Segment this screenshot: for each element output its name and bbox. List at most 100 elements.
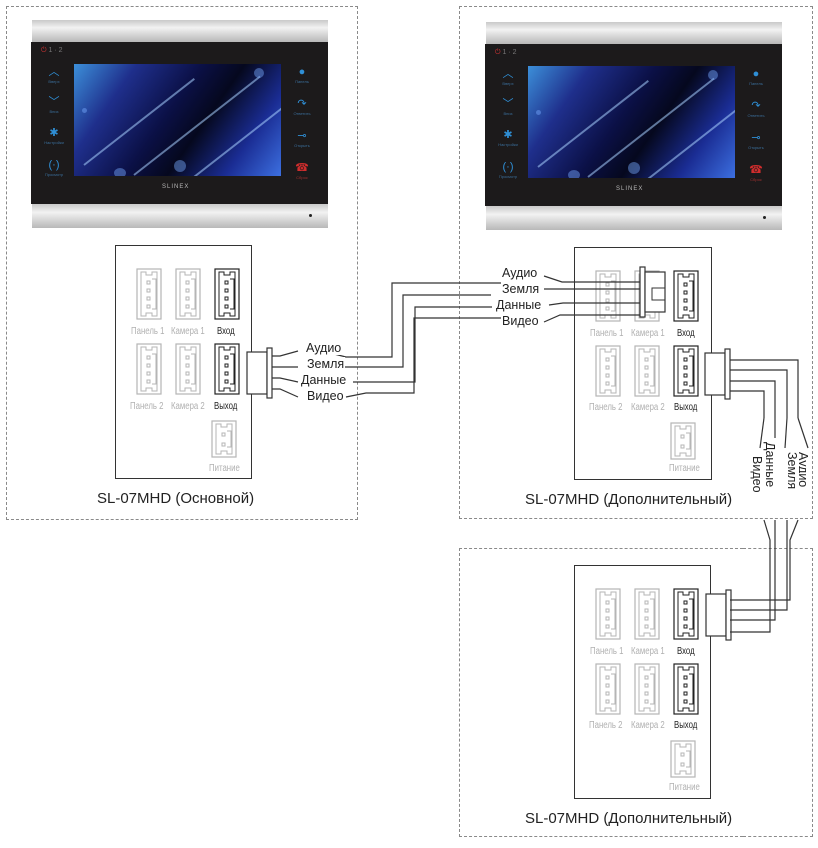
connector-power <box>670 740 696 778</box>
wire-label-ground: Земля <box>306 357 346 371</box>
wire-segment <box>730 519 771 633</box>
connector-output <box>673 663 699 715</box>
wire-segment <box>353 306 492 383</box>
pin <box>146 288 151 293</box>
wire-segment <box>730 520 776 621</box>
pin <box>224 379 229 384</box>
connector-label-output: Выход <box>674 402 698 413</box>
gear-icon[interactable]: ✱Настройки <box>44 127 64 145</box>
gear-icon[interactable]: ✱Настройки <box>498 129 518 147</box>
pin <box>221 442 226 447</box>
connector-label-panel2: Панель 2 <box>589 402 623 413</box>
pin <box>680 434 685 439</box>
monitor-extra1: ⏻1 · 2 ︿Вверх ﹀Вниз ✱Настройки (·)Просмо… <box>485 22 782 230</box>
connector-label-output: Выход <box>214 401 238 412</box>
wire-segment <box>730 359 799 418</box>
pin <box>683 683 688 688</box>
wire-label-video: Видео <box>750 455 764 494</box>
pin <box>683 600 688 605</box>
connector-label-panel1: Панель 1 <box>590 328 624 339</box>
chevron-down-icon[interactable]: ﹀Вниз <box>502 98 514 116</box>
display-screen <box>528 66 735 178</box>
connector-panel2 <box>595 663 621 715</box>
pin <box>680 762 685 767</box>
connector-label-input: Вход <box>677 646 695 657</box>
pin <box>146 296 151 301</box>
pin <box>605 381 610 386</box>
unit-caption-extra2: SL-07MHD (Дополнительный) <box>525 810 733 827</box>
pin <box>683 373 688 378</box>
connector-panel1 <box>136 268 162 320</box>
pin <box>224 296 229 301</box>
pin <box>605 675 610 680</box>
connector-label-panel2: Панель 2 <box>130 401 164 412</box>
pin <box>185 363 190 368</box>
connector-camera1 <box>175 268 201 320</box>
pin <box>221 432 226 437</box>
user-icon[interactable]: ●Панель <box>749 68 763 86</box>
pin <box>146 363 151 368</box>
connector-label-camera1: Камера 1 <box>631 646 665 657</box>
connector-input <box>214 268 240 320</box>
connector-label-power: Питание <box>209 463 240 474</box>
pin <box>224 363 229 368</box>
pin <box>683 624 688 629</box>
pin <box>644 381 649 386</box>
display-screen <box>74 64 281 176</box>
pin <box>683 691 688 696</box>
monitor-view-icon[interactable]: (·)Просмотр <box>498 161 518 179</box>
phone-icon[interactable]: ↷Ответить <box>293 98 311 116</box>
cable-plug-main-output <box>246 347 273 399</box>
wire-label-video: Видео <box>501 314 540 328</box>
wire-segment <box>543 314 640 323</box>
pin <box>605 365 610 370</box>
wire-segment <box>730 519 799 601</box>
chevron-down-icon[interactable]: ﹀Вниз <box>48 96 60 114</box>
chevron-up-icon[interactable]: ︿Вверх <box>48 66 60 84</box>
pin <box>644 683 649 688</box>
microphone-dot <box>309 214 312 217</box>
pin <box>146 280 151 285</box>
pin <box>683 282 688 287</box>
wire-segment <box>730 380 776 418</box>
connector-label-power: Питание <box>669 782 700 793</box>
monitor-bezel-bottom <box>486 206 782 230</box>
hangup-icon[interactable]: ☎Сброс <box>295 162 309 180</box>
phone-icon[interactable]: ↷Ответить <box>747 100 765 118</box>
hangup-icon[interactable]: ☎Сброс <box>749 164 763 182</box>
connector-panel2 <box>136 343 162 395</box>
pin <box>605 624 610 629</box>
pin <box>683 616 688 621</box>
user-icon[interactable]: ●Панель <box>295 66 309 84</box>
power-indicator: ⏻1 · 2 <box>495 49 517 56</box>
wire-label-data: Данные <box>495 298 543 312</box>
pin <box>683 608 688 613</box>
pin <box>605 290 610 295</box>
cable-plug-extra1-output <box>704 348 731 400</box>
pin <box>680 444 685 449</box>
pin <box>185 296 190 301</box>
pin <box>224 288 229 293</box>
pin <box>644 616 649 621</box>
pin <box>605 357 610 362</box>
connector-label-panel2: Панель 2 <box>589 720 623 731</box>
monitor-bezel-top <box>486 22 782 44</box>
connector-camera2 <box>634 345 660 397</box>
pin <box>644 357 649 362</box>
pin <box>146 304 151 309</box>
monitor-view-icon[interactable]: (·)Просмотр <box>44 159 64 177</box>
pin <box>680 752 685 757</box>
connector-label-camera2: Камера 2 <box>631 402 665 413</box>
pin <box>605 699 610 704</box>
connector-panel2 <box>595 345 621 397</box>
microphone-dot <box>763 216 766 219</box>
pin <box>224 355 229 360</box>
pin <box>644 608 649 613</box>
unit-extra2-enclosure-right <box>743 548 813 837</box>
connector-power <box>670 422 696 460</box>
key-icon[interactable]: ⊸Открыть <box>294 130 310 148</box>
wire-label-data: Данные <box>763 441 777 489</box>
key-icon[interactable]: ⊸Открыть <box>748 132 764 150</box>
monitor-front-panel: ⏻1 · 2 ︿Вверх ﹀Вниз ✱Настройки (·)Просмо… <box>485 44 782 206</box>
chevron-up-icon[interactable]: ︿Вверх <box>502 68 514 86</box>
